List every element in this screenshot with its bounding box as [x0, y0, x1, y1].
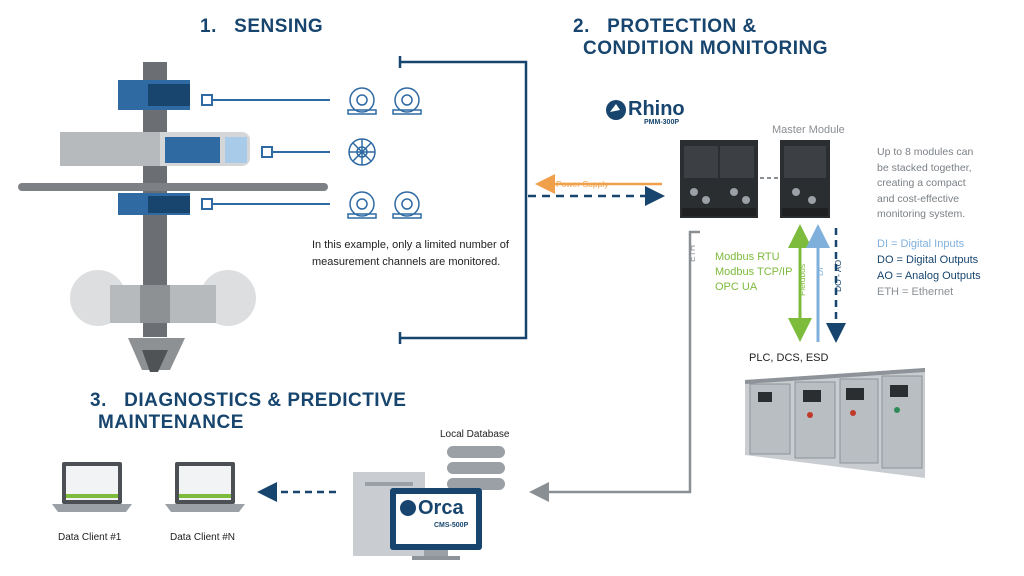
master-module-label: Master Module: [772, 124, 845, 136]
plc-cabinet: [745, 368, 925, 478]
laptop-icon: [165, 462, 245, 512]
plc-label: PLC, DCS, ESD: [749, 352, 829, 364]
rhino-master-module: [780, 140, 830, 218]
signal-legend: DI = Digital Inputs DO = Digital Outputs…: [877, 236, 981, 300]
stack-note-line: monitoring system.: [877, 208, 966, 220]
di-label: DI: [815, 267, 825, 277]
section-sensing-title: 1. SENSING: [200, 16, 324, 37]
protocol-list: Modbus RTU Modbus TCP/IP OPC UA: [715, 250, 792, 295]
stack-note-line: and cost-effective: [877, 192, 960, 205]
laptop-icon: [52, 462, 132, 512]
machine-illustration: [18, 62, 328, 372]
stack-note-line: Up to 8 modules can: [877, 146, 974, 158]
sensing-bracket: [398, 56, 528, 344]
sensing-note: In this example, only a limited number o…: [312, 237, 509, 271]
client-label: Data Client #N: [170, 532, 236, 543]
rhino-logo-icon: [606, 100, 626, 120]
orca-computer: [353, 472, 482, 560]
speed-sensor-icon: [348, 138, 376, 166]
section-protection-title-1: 2. PROTECTION &: [573, 16, 757, 37]
power-supply-label: Power Supply: [556, 179, 609, 189]
legend-do: DO = Digital Outputs: [877, 254, 979, 266]
sensing-note-line: In this example, only a limited number o…: [312, 239, 509, 251]
sensor-icons: [347, 87, 422, 219]
section-protection-title-2: CONDITION MONITORING: [583, 38, 829, 59]
protocol-item: OPC UA: [715, 281, 758, 293]
proximity-sensor-icon: [392, 191, 422, 219]
proximity-sensor-icon: [392, 87, 422, 115]
stack-note-line: be stacked together,: [877, 161, 972, 174]
eth-label: ETH: [687, 245, 697, 262]
protocol-item: Modbus RTU: [715, 251, 780, 263]
ethernet-line: [529, 230, 700, 502]
proximity-sensor-icon: [347, 191, 377, 219]
stack-note: Up to 8 modules can be stacked together,…: [877, 145, 973, 223]
rhino-brand: Rhino: [628, 98, 685, 120]
database-icon: [447, 446, 505, 490]
legend-eth: ETH = Ethernet: [877, 286, 954, 298]
protocol-item: Modbus TCP/IP: [715, 266, 793, 278]
legend-ao: AO = Analog Outputs: [877, 270, 981, 282]
orca-brand: Orca: [418, 497, 464, 519]
local-database-label: Local Database: [440, 429, 510, 440]
section-diagnostics-title-2: MAINTENANCE: [98, 412, 244, 433]
legend-di: DI = Digital Inputs: [877, 238, 965, 250]
orca-model: CMS-500P: [434, 522, 469, 529]
fieldbus-label: Fieldbus: [797, 263, 807, 296]
section-diagnostics-title-1: 3. DIAGNOSTICS & PREDICTIVE: [90, 390, 407, 411]
stack-note-line: creating a compact: [877, 177, 966, 189]
sensing-note-line: measurement channels are monitored.: [312, 256, 501, 268]
sensor-lines: [201, 94, 330, 210]
client-label: Data Client #1: [58, 532, 122, 543]
rhino-model: PMM-300P: [644, 119, 680, 126]
proximity-sensor-icon: [347, 87, 377, 115]
do-ao-label: DO - AO: [833, 259, 843, 292]
rhino-module-stack: [680, 140, 758, 218]
